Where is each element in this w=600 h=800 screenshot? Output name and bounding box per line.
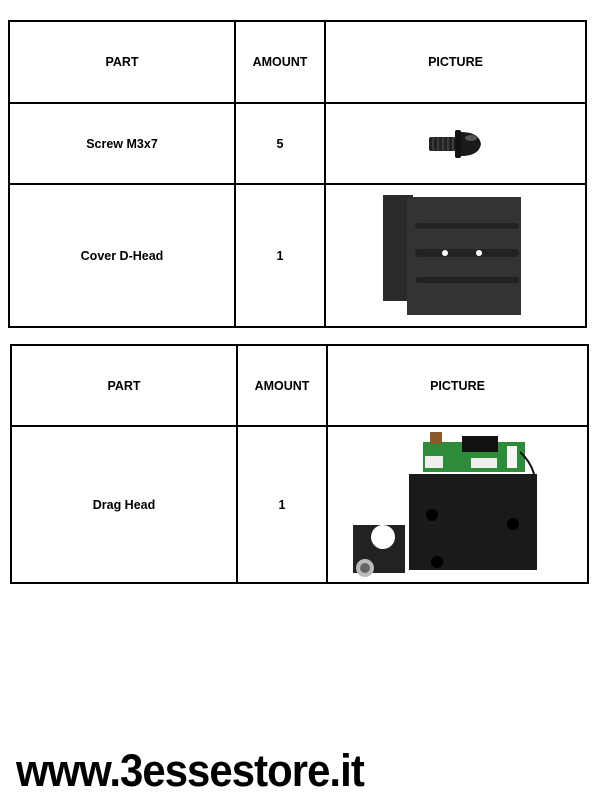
parts-table-1: PART AMOUNT PICTURE Screw M3x7 5 Cover D…	[8, 20, 587, 328]
part-picture	[324, 183, 587, 328]
part-picture	[324, 102, 587, 185]
header-part: PART	[10, 344, 238, 427]
header-picture: PICTURE	[326, 344, 589, 427]
table-row: Cover D-Head 1	[8, 183, 587, 328]
header-amount: AMOUNT	[236, 344, 328, 427]
part-amount: 1	[236, 425, 328, 584]
screw-image	[428, 129, 481, 158]
header-row: PART AMOUNT PICTURE	[10, 344, 589, 427]
part-picture	[326, 425, 589, 584]
header-row: PART AMOUNT PICTURE	[8, 20, 587, 104]
header-amount: AMOUNT	[234, 20, 326, 104]
table-row: Drag Head 1	[10, 425, 589, 584]
table-row: Screw M3x7 5	[8, 102, 587, 185]
part-amount: 5	[234, 102, 326, 185]
drag-head-image	[352, 431, 537, 577]
cover-image	[382, 195, 521, 315]
part-name: Cover D-Head	[8, 183, 236, 328]
header-picture: PICTURE	[324, 20, 587, 104]
parts-table-2: PART AMOUNT PICTURE Drag Head 1	[10, 344, 589, 584]
part-name: Screw M3x7	[8, 102, 236, 185]
part-amount: 1	[234, 183, 326, 328]
header-part: PART	[8, 20, 236, 104]
website-footer: www.3essestore.it	[16, 745, 365, 796]
part-name: Drag Head	[10, 425, 238, 584]
